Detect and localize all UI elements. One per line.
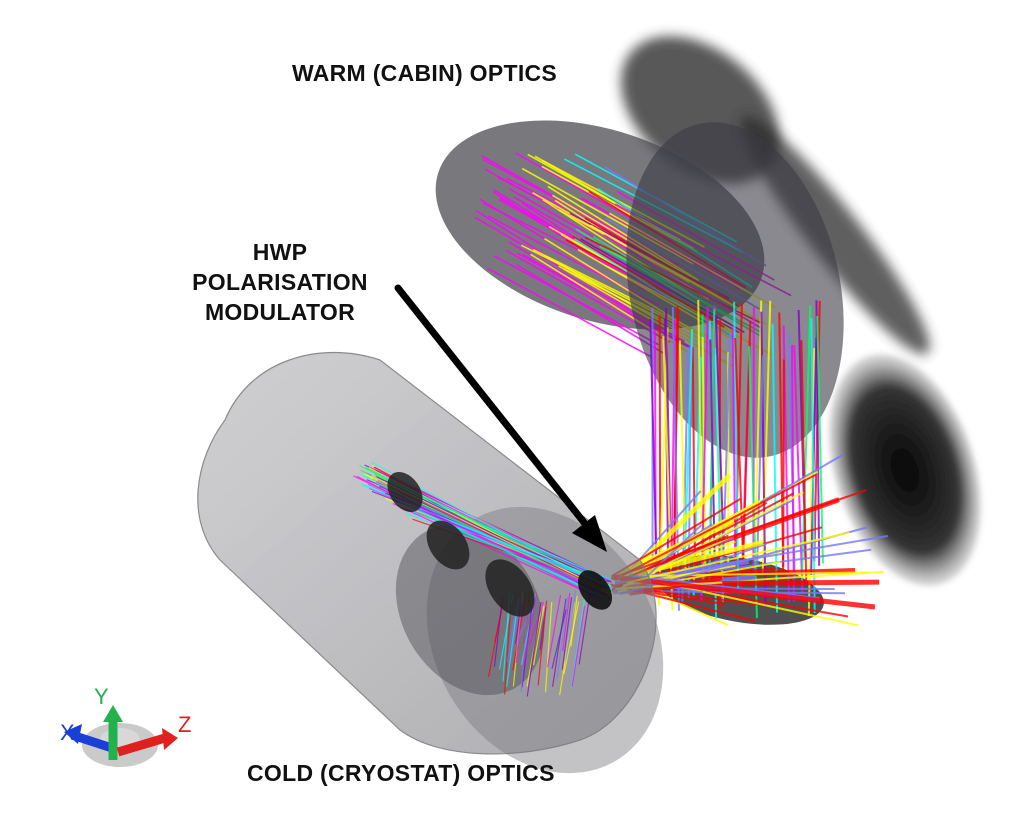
ray-line (487, 267, 652, 358)
ray-line (790, 344, 795, 602)
hwp-label-line: MODULATOR (204, 299, 356, 325)
warm-optics-label: WARM (CABIN) OPTICS (292, 60, 558, 86)
ray-line (523, 593, 537, 667)
hwp-modulator-label: HWP POLARISATION MODULATOR (175, 237, 385, 327)
ray-line (626, 531, 850, 584)
axis-y-label: Y (94, 684, 109, 709)
ray-line (816, 315, 824, 564)
ray-line (544, 601, 553, 693)
ray-line (532, 605, 545, 666)
ray-line (683, 328, 694, 565)
hwp-label-line: POLARISATION (192, 269, 368, 295)
ray-line (734, 337, 745, 569)
ray-line (389, 486, 602, 590)
axis-z-label: Z (178, 712, 191, 737)
ray-line (623, 571, 868, 578)
ray-line (810, 318, 816, 613)
ray-line (614, 489, 867, 578)
ray-line (506, 607, 517, 663)
ray-line (793, 345, 804, 595)
ray-line (800, 305, 812, 582)
ray-line (561, 597, 573, 670)
pointer-arrow-icon (394, 284, 607, 552)
coordinate-triad-icon: X Y Z (60, 684, 191, 767)
ray-line (526, 601, 542, 697)
ray-line (563, 601, 580, 675)
ray-line (782, 359, 785, 567)
ray-line (528, 601, 545, 646)
cold-lens-train (387, 472, 613, 617)
cold-optics-label: COLD (CRYOSTAT) OPTICS (247, 760, 555, 786)
cryostat-housing (197, 351, 664, 774)
ray-line (503, 604, 512, 695)
ray-line (800, 340, 808, 582)
ray-line (551, 609, 567, 669)
ray-line (520, 605, 529, 693)
ray-line (537, 600, 548, 686)
ray-line (649, 318, 658, 579)
hwp-label-line: HWP (252, 239, 308, 265)
ray-line (578, 594, 591, 665)
ray-line (771, 323, 779, 613)
ray-line (611, 574, 876, 610)
ray-line (571, 606, 586, 687)
ray-line (562, 592, 571, 652)
ray-line (552, 598, 567, 687)
ray-line (570, 595, 578, 647)
ray-line (621, 473, 817, 577)
ray-line (546, 595, 562, 668)
ray-line (565, 590, 577, 662)
ray-line (392, 503, 603, 600)
axis-x-label: X (60, 720, 75, 745)
ray-line (391, 496, 608, 600)
